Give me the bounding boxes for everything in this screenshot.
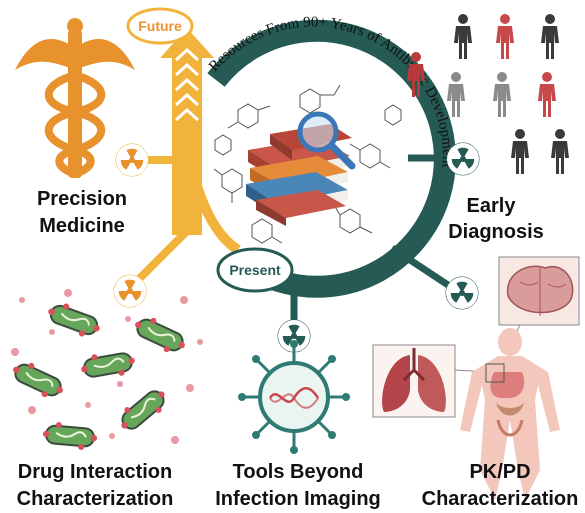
radiation-icon — [445, 276, 479, 310]
radiation-icon — [115, 143, 149, 177]
present-badge: Present — [216, 247, 294, 293]
label-precision: Precision — [37, 188, 127, 210]
label-pkpd-2: Characterization — [422, 488, 579, 510]
body-icon — [460, 328, 560, 500]
future-badge: Future — [126, 7, 194, 45]
lungs-icon — [372, 344, 456, 418]
bacteria-icon — [6, 297, 192, 453]
label-precision-medicine: Precision Medicine — [37, 188, 127, 237]
label-diagnosis: Diagnosis — [448, 221, 544, 243]
label-pkpd-1: PK/PD — [469, 461, 530, 483]
future-arrow — [160, 28, 241, 255]
magnifier-icon — [297, 111, 356, 170]
label-early-diagnosis: Early Diagnosis — [448, 195, 544, 243]
brain-icon — [498, 256, 580, 326]
label-drug-2: Characterization — [17, 488, 174, 510]
label-pkpd: PK/PD Characterization — [422, 461, 579, 510]
label-tools-2: Infection Imaging — [215, 488, 381, 510]
radiation-icon — [446, 142, 480, 176]
label-early: Early — [467, 195, 517, 217]
label-drug-interaction: Drug Interaction Characterization — [17, 461, 174, 510]
teal-ring — [207, 19, 456, 298]
label-medicine: Medicine — [39, 215, 125, 237]
scattered-dots — [11, 289, 203, 444]
branch-pkpd — [390, 245, 450, 288]
radiation-icon — [113, 274, 147, 308]
svg-text:Future: Future — [138, 18, 182, 34]
virus-icon — [238, 340, 350, 454]
svg-text:Present: Present — [229, 262, 281, 278]
label-drug-1: Drug Interaction — [18, 461, 172, 483]
label-tools-1: Tools Beyond — [233, 461, 364, 483]
caduceus-icon — [15, 18, 135, 178]
label-tools-beyond: Tools Beyond Infection Imaging — [215, 461, 381, 510]
